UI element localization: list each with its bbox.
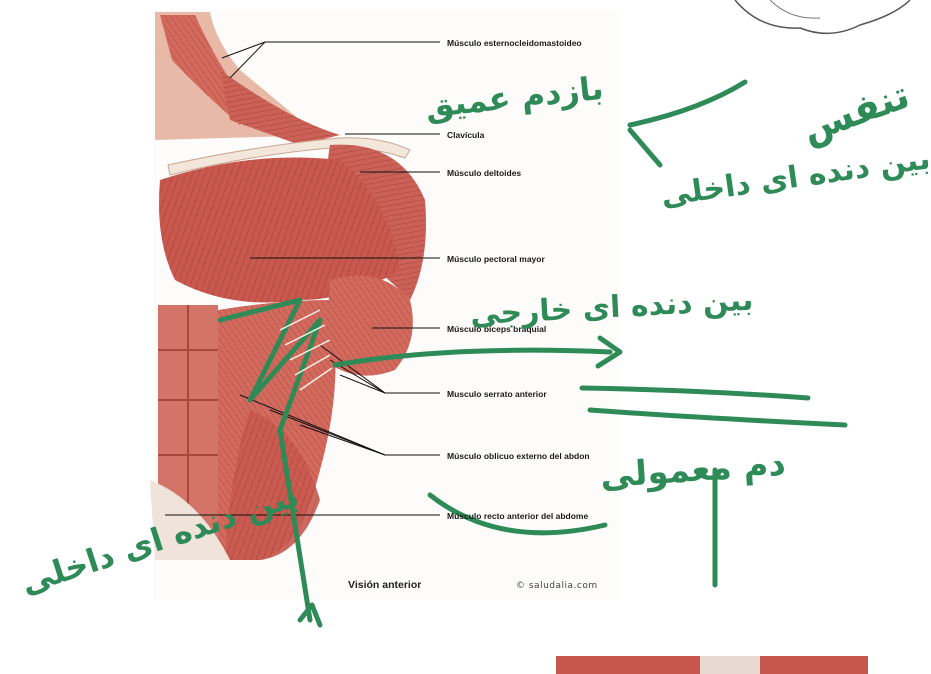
- label-serrato-anterior: Musculo serrato anterior: [447, 389, 547, 399]
- label-clavicula: Clavícula: [447, 130, 484, 140]
- diagram-caption: Visión anterior: [348, 579, 421, 591]
- label-esternocleidomastoideo: Músculo esternocleidomastoideo: [447, 38, 582, 48]
- image-credit: © saludalia.com: [516, 581, 598, 591]
- label-deltoides: Músculo deltoides: [447, 168, 521, 178]
- label-oblicuo-externo: Músculo oblicuo externo del abdon: [447, 451, 590, 461]
- label-pectoral-mayor: Músculo pectoral mayor: [447, 254, 545, 264]
- label-recto-anterior: Músculo recto anterior del abdome: [447, 511, 588, 521]
